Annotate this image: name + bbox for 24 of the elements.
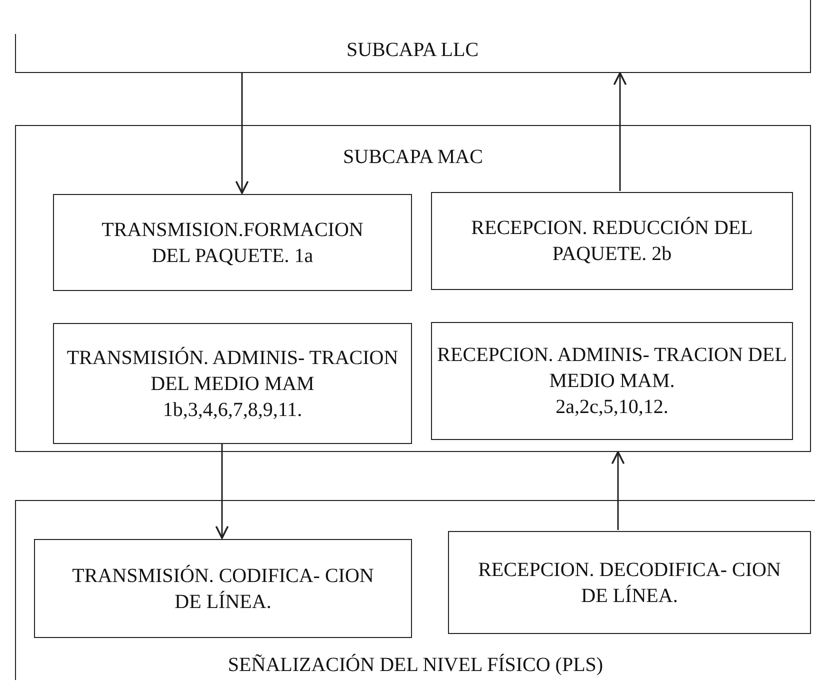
box-label: TRANSMISION.FORMACION DEL PAQUETE. 1a [100, 218, 364, 268]
process-box [448, 531, 811, 634]
arrow [215, 443, 229, 539]
layer-title: SUBCAPA MAC [343, 145, 483, 170]
process-box [53, 194, 412, 291]
arrow [611, 451, 625, 530]
layer-band [15, 500, 815, 680]
box-label: 1b,3,4,6,7,8,9,11. [162, 398, 302, 422]
process-box [53, 323, 412, 444]
box-label: RECEPCION. DECODIFICA- CION DE LÍNEA. [477, 558, 782, 608]
layer-band [15, 0, 811, 73]
process-box [431, 322, 793, 440]
layer-title: SUBCAPA LLC [346, 38, 479, 63]
box-label: 2a,2c,5,10,12. [556, 395, 668, 420]
arrow [613, 72, 627, 191]
box-label: RECEPCION. REDUCCIÓN DEL PAQUETE. 2b [470, 216, 754, 267]
layer-frame [15, 125, 811, 452]
box-label: RECEPCION. ADMINIS- TRACION DEL MEDIO MAM. [436, 343, 788, 394]
box-label: TRANSMISIÓN. ADMINIS- TRACION DEL MEDIO MAM [66, 346, 400, 396]
box-label: TRANSMISIÓN. CODIFICA- CION DE LÍNEA. [71, 564, 375, 614]
process-box [431, 192, 793, 290]
arrow [235, 73, 249, 194]
process-box [34, 539, 412, 638]
layer-title: SEÑALIZACIÓN DEL NIVEL FÍSICO (PLS) [228, 652, 604, 678]
